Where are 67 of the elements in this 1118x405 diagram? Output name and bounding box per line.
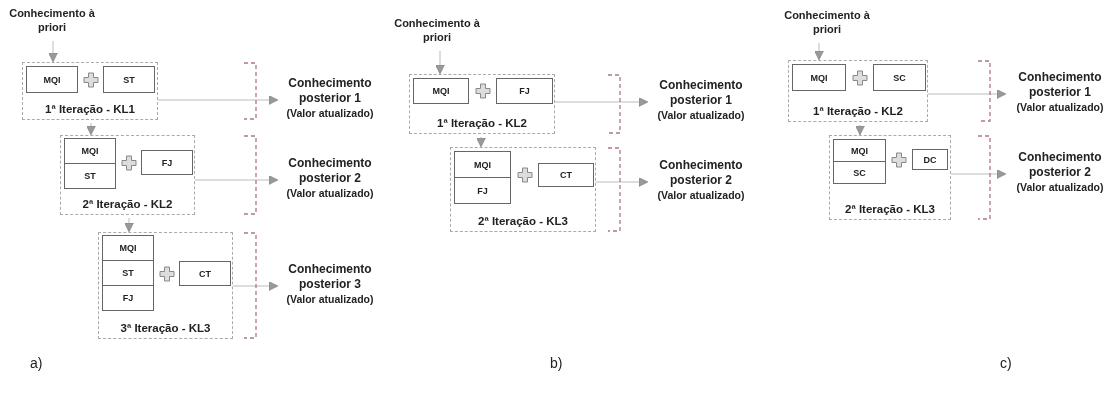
result-text: Conhecimento posterior 2 [658,158,744,188]
arrow [124,217,134,233]
process-box: FJ [102,285,154,311]
process-box: FJ [141,150,193,175]
note-text: (Valor atualizado) [1015,100,1105,114]
arrow [554,97,649,107]
process-box: MQI [792,64,846,91]
iteration-label: 2ª Iteração - KL3 [844,202,936,217]
arrow [476,136,486,148]
iteration-label: 1ª Iteração - KL2 [812,104,904,119]
result-text: Conhecimento posterior 1 [1017,70,1103,100]
iteration-frame [450,147,596,232]
input-text: Conhecimento à priori [392,16,482,48]
note-text: (Valor atualizado) [1015,180,1105,194]
iteration-frame [788,60,928,122]
note-text: (Valor atualizado) [285,106,375,120]
process-box: MQI [64,138,116,164]
process-box: ST [103,66,155,93]
process-box: MQI [454,151,511,178]
process-box: SC [833,161,886,184]
iteration-label: 3ª Iteração - KL3 [119,321,212,336]
arrow [232,281,279,291]
note-text: (Valor atualizado) [656,108,746,122]
process-box: SC [873,64,926,91]
panel-label: c) [1000,355,1012,371]
process-box: FJ [454,177,511,204]
process-box: CT [179,261,231,286]
arrow [86,122,96,136]
note-text: (Valor atualizado) [656,188,746,202]
arrow [814,42,824,61]
process-box: MQI [102,235,154,261]
input-text: Conhecimento à priori [782,8,872,40]
result-text: Conhecimento posterior 1 [287,76,373,106]
note-text: (Valor atualizado) [285,186,375,200]
result-text: Conhecimento posterior 1 [658,78,744,108]
panel-label: b) [550,355,563,371]
iteration-frame [98,232,233,339]
iteration-label: 1ª Iteração - KL2 [436,116,528,131]
note-text: (Valor atualizado) [285,292,375,306]
process-box: ST [64,163,116,189]
process-box: DC [912,149,948,170]
result-text: Conhecimento posterior 2 [287,156,373,186]
process-box: ST [102,260,154,286]
iteration-frame [829,135,951,220]
result-text: Conhecimento posterior 3 [287,262,373,292]
arrow [855,124,865,136]
iteration-label: 2ª Iteração - KL3 [477,214,569,229]
arrow [927,89,1007,99]
process-box: MQI [833,139,886,162]
arrow [157,95,279,105]
arrow [48,40,58,63]
process-box: CT [538,163,594,187]
input-text: Conhecimento à priori [8,6,96,38]
arrow [194,175,279,185]
arrow [595,177,649,187]
iteration-frame [22,62,158,120]
iteration-frame [409,74,555,134]
process-box: FJ [496,78,553,104]
iteration-frame [60,135,195,215]
iteration-label: 1ª Iteração - KL1 [44,102,136,117]
arrow [435,50,445,75]
arrow [950,169,1007,179]
iteration-label: 2ª Iteração - KL2 [81,197,174,212]
process-box: MQI [26,66,78,93]
result-text: Conhecimento posterior 2 [1017,150,1103,180]
panel-label: a) [30,355,43,371]
process-box: MQI [413,78,469,104]
